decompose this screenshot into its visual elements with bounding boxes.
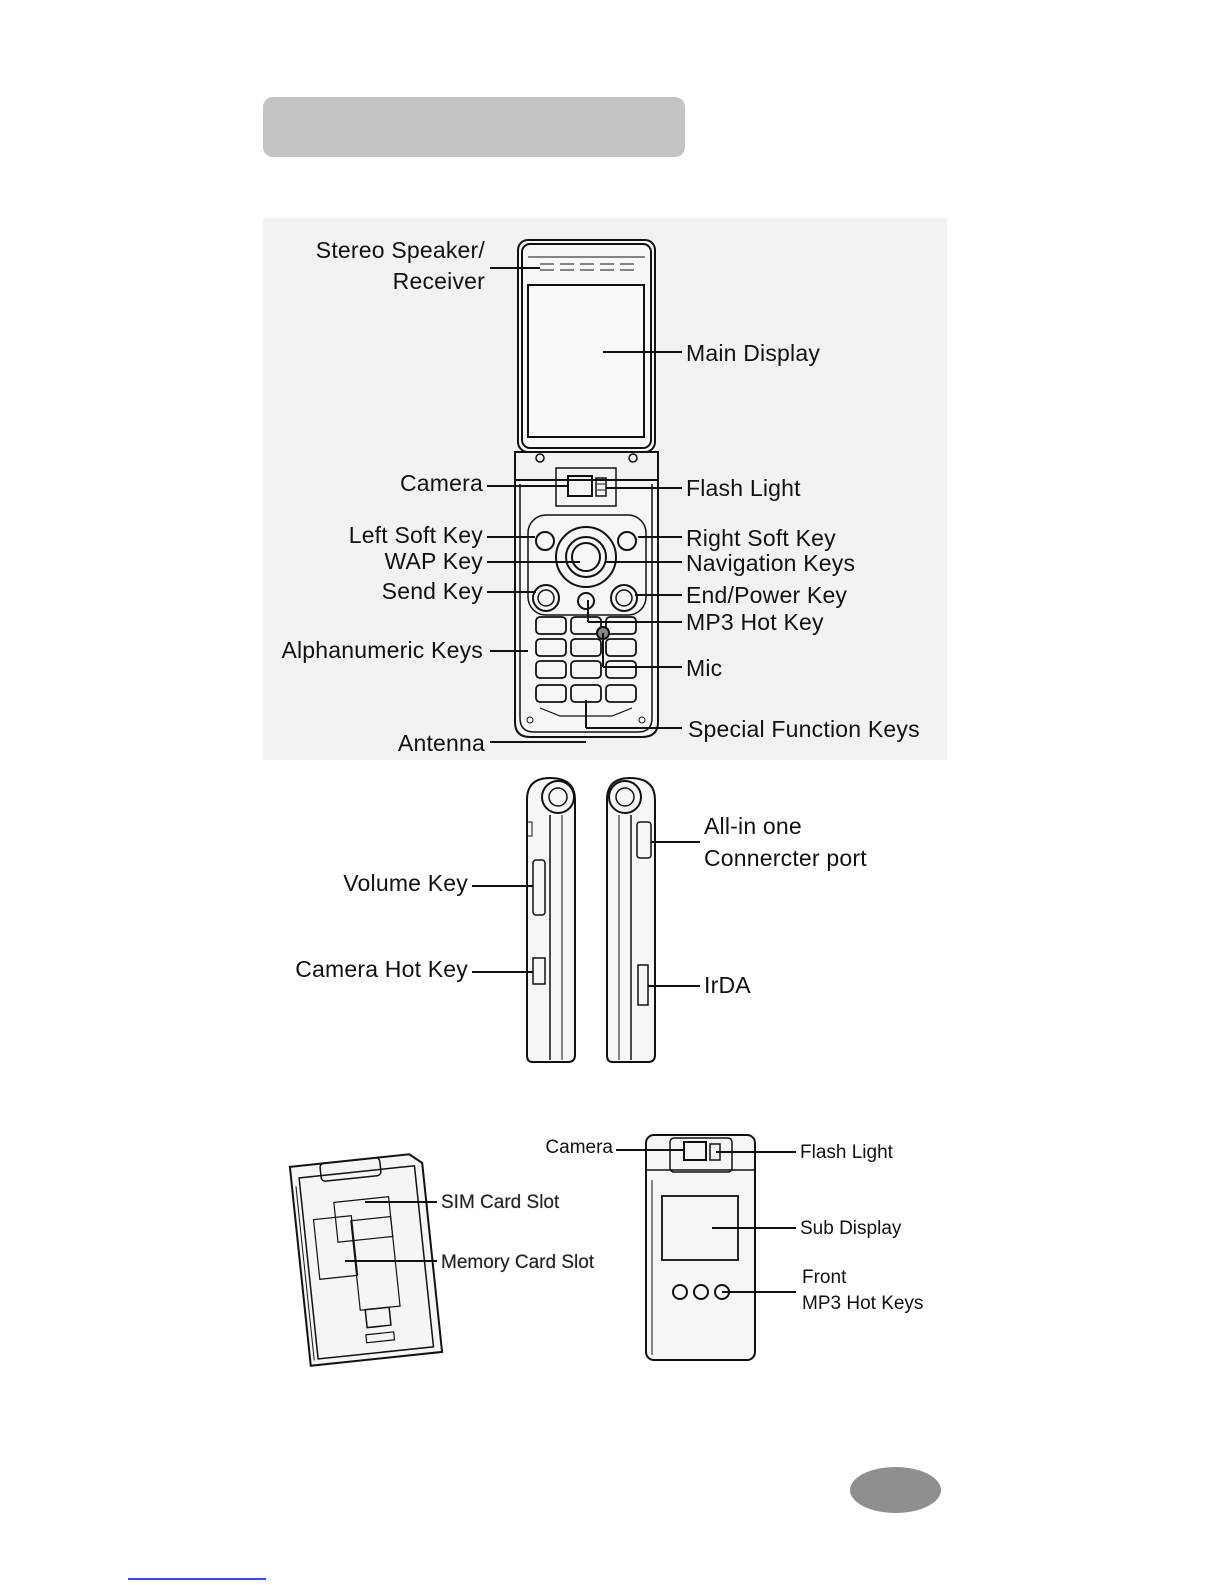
side-view-left [526, 776, 576, 1063]
label-mp3-hot-keys: MP3 Hot Keys [802, 1293, 924, 1314]
label-connector-port: Connercter port [704, 845, 867, 871]
closed-leader-lines [616, 1149, 796, 1293]
side-view-right [606, 776, 656, 1063]
label-receiver: Receiver [392, 268, 485, 294]
label-send-key: Send Key [381, 578, 483, 604]
label-all-in-one: All-in one [704, 813, 802, 839]
label-right-soft-key: Right Soft Key [686, 525, 836, 551]
label-special-function-keys: Special Function Keys [688, 716, 920, 742]
label-navigation-keys: Navigation Keys [686, 550, 856, 576]
front-phone-drawing [514, 239, 659, 738]
section-header-bar [263, 97, 685, 157]
footer-line [128, 1578, 266, 1580]
label-mic: Mic [686, 655, 723, 681]
page-number-badge [850, 1467, 941, 1513]
label-main-display: Main Display [686, 340, 821, 366]
label-front: Front [802, 1267, 847, 1288]
label-back-camera: Camera [545, 1137, 613, 1158]
label-memory-card-slot: Memory Card Slot [441, 1252, 595, 1273]
side-leader-lines [472, 841, 700, 987]
back-view-drawing [288, 1153, 444, 1367]
back-leader-lines [345, 1201, 437, 1262]
label-left-soft-key: Left Soft Key [348, 522, 483, 548]
front-leader-lines [487, 267, 682, 743]
label-irda: IrDA [704, 972, 751, 998]
label-camera-hot-key: Camera Hot Key [295, 956, 468, 982]
label-flash-light: Flash Light [686, 475, 801, 501]
label-wap-key: WAP Key [384, 548, 483, 574]
label-sub-display: Sub Display [800, 1218, 902, 1239]
label-antenna: Antenna [397, 730, 485, 756]
closed-phone-drawing [645, 1134, 756, 1361]
label-end-power-key: End/Power Key [686, 582, 848, 608]
label-volume-key: Volume Key [343, 870, 468, 896]
label-camera: Camera [399, 470, 483, 496]
label-stereo-speaker: Stereo Speaker/ [315, 237, 485, 263]
label-sim-card-slot: SIM Card Slot [441, 1192, 560, 1213]
label-alphanumeric-keys: Alphanumeric Keys [281, 637, 483, 663]
label-back-flash-light: Flash Light [800, 1142, 893, 1163]
label-mp3-hot-key: MP3 Hot Key [686, 609, 824, 635]
